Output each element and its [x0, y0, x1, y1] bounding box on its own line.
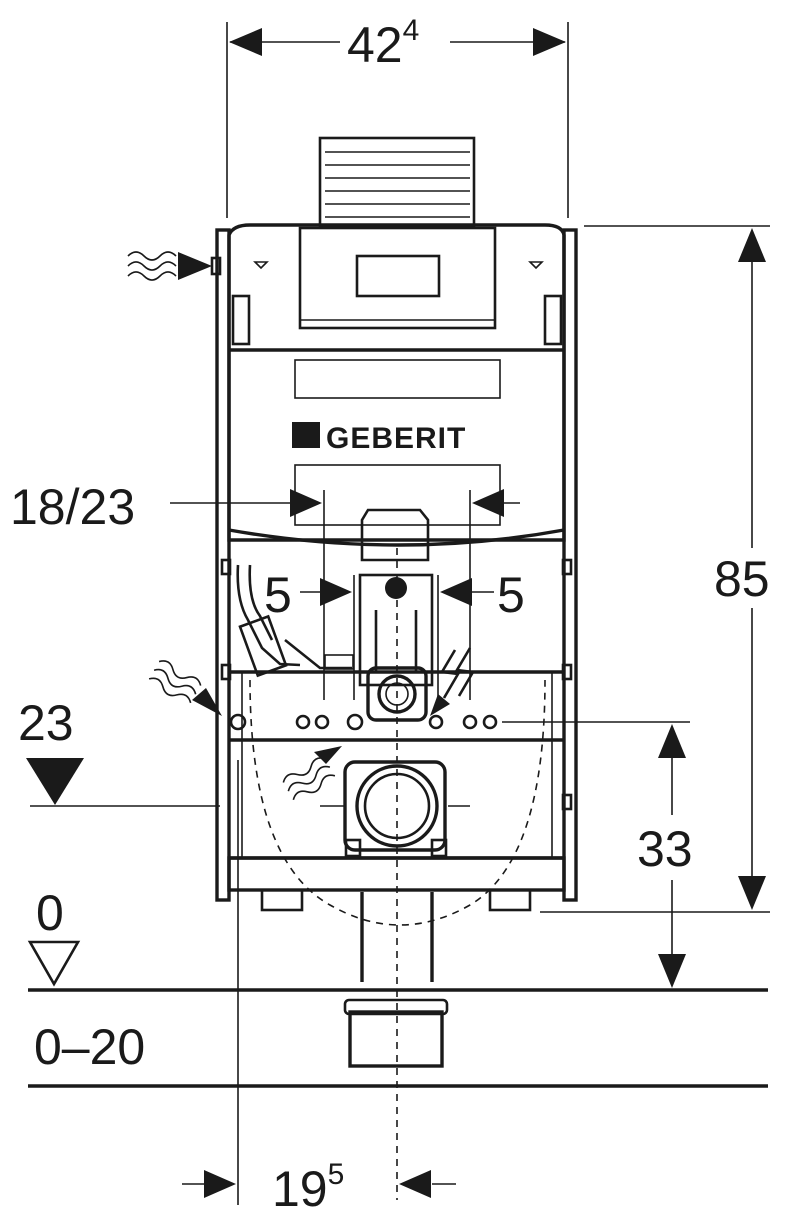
- dimension-arrow-icon: [229, 28, 262, 56]
- dimension-axis-offset-value: 19: [272, 1161, 328, 1217]
- dimension-drain-height: 33: [502, 721, 693, 988]
- dimension-arrow-icon: [320, 578, 352, 606]
- frame-bolts: [220, 558, 573, 811]
- dimension-arrow-icon: [738, 876, 766, 910]
- connection-points: [295, 714, 498, 730]
- dimension-width-top: 424: [226, 14, 569, 218]
- dimension-pipe-offset-right: 5: [497, 567, 525, 623]
- dimension-width-value: 42: [347, 17, 403, 73]
- dimension-inlet-offset-value: 18/23: [10, 479, 135, 535]
- dimension-pipe-offset-left: 5: [264, 567, 292, 623]
- level-0-value: 0: [36, 885, 64, 941]
- dimension-arrow-icon: [658, 954, 686, 988]
- dimension-arrow-icon: [738, 228, 766, 262]
- dimension-arrow-icon: [290, 489, 322, 517]
- level-marker-icon: [27, 940, 81, 987]
- dimension-arrow-icon: [658, 724, 686, 758]
- water-supply-icon: [148, 660, 222, 716]
- level-marker-icon: [26, 758, 84, 805]
- dimension-total-height: 85: [540, 225, 770, 913]
- dimension-axis-offset-superscript: 5: [328, 1158, 345, 1191]
- dimension-drain-height-value: 33: [637, 821, 693, 877]
- dimension-total-height-value: 85: [714, 551, 770, 607]
- drain-connection: [343, 760, 449, 1068]
- dimension-arrow-icon: [533, 28, 566, 56]
- level-marker-0: 0: [27, 885, 768, 992]
- svg-text:195: 195: [272, 1158, 344, 1217]
- cistern-grille: [318, 136, 476, 228]
- water-supply-icon: [127, 251, 222, 281]
- water-supply-icon: [282, 746, 342, 801]
- brand-logo: GEBERIT: [292, 422, 466, 455]
- svg-text:424: 424: [347, 14, 419, 73]
- electrical-connection-icon: [430, 647, 476, 716]
- dimension-width-superscript: 4: [403, 14, 420, 47]
- floor-range-value: 0–20: [34, 1019, 145, 1075]
- dimension-arrow-icon: [204, 1170, 236, 1198]
- dimension-pipe-offsets: 5 5: [264, 567, 525, 700]
- dimension-axis-offset: 195: [182, 1158, 456, 1217]
- supply-valve-assembly: [229, 564, 364, 731]
- dimension-arrow-icon: [399, 1170, 431, 1198]
- flush-pipe-assembly: [358, 573, 434, 722]
- dimension-arrow-icon: [440, 578, 472, 606]
- level-marker-23: 23: [18, 695, 470, 807]
- brand-logo-text: GEBERIT: [326, 422, 466, 455]
- floor-range: 0–20: [28, 1019, 768, 1088]
- dimension-inlet-offset: 18/23: [10, 479, 520, 700]
- dimension-arrow-icon: [472, 489, 504, 517]
- level-23-value: 23: [18, 695, 74, 751]
